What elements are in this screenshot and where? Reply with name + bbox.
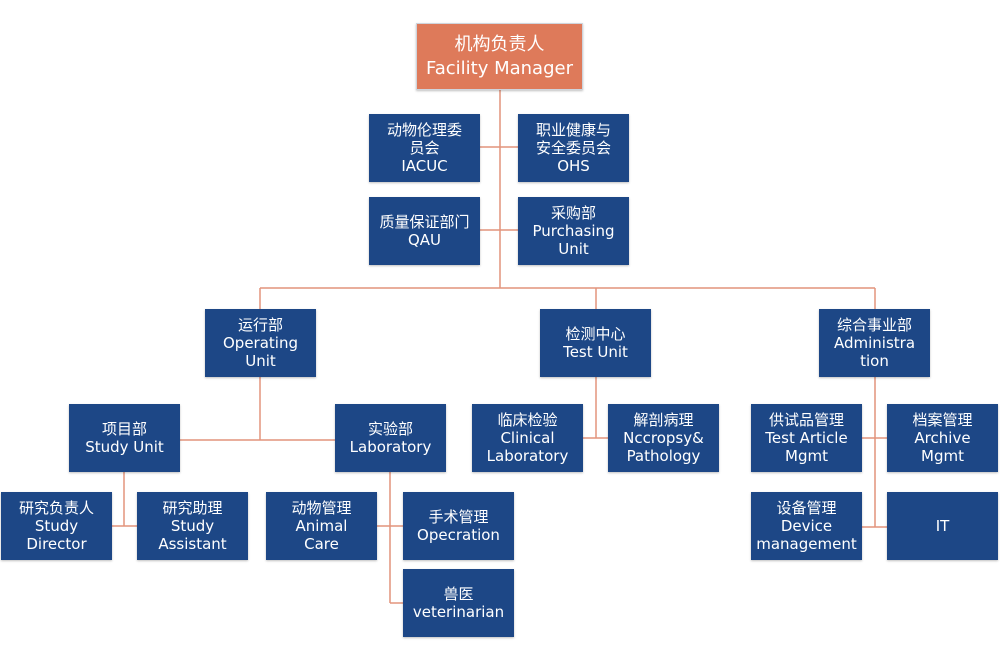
node-label: 采购部 [550, 204, 596, 222]
node-label: 运行部 [237, 316, 283, 334]
node-facility-manager: 机构负责人 Facility Manager [416, 23, 583, 90]
node-label: 手术管理 [428, 508, 489, 526]
node-label: Opecration [417, 526, 500, 544]
node-label: 动物伦理委 [386, 121, 462, 139]
node-label: 职业健康与 [535, 121, 611, 139]
node-label: 综合事业部 [836, 316, 912, 334]
node-device-management: 设备管理 Device management [751, 492, 862, 560]
node-label: Assistant [158, 535, 227, 553]
node-clinical-laboratory: 临床检验 Clinical Laboratory [472, 404, 583, 472]
node-label: 研究负责人 [18, 499, 94, 517]
node-veterinarian: 兽医 veterinarian [403, 569, 514, 637]
node-label: Clinical [500, 429, 555, 447]
node-label: QAU [407, 231, 442, 249]
node-label: 设备管理 [776, 499, 837, 517]
node-label-en: Facility Manager [426, 57, 573, 79]
node-label: Laboratory [486, 447, 569, 465]
node-test-article-mgmt: 供试品管理 Test Article Mgmt [751, 404, 862, 472]
node-label: Study Unit [85, 438, 164, 456]
node-operation-mgmt: 手术管理 Opecration [403, 492, 514, 560]
node-label: 解剖病理 [633, 411, 694, 429]
node-label: Purchasing [532, 222, 615, 240]
node-study-assistant: 研究助理 Study Assistant [137, 492, 248, 560]
node-animal-care: 动物管理 Animal Care [266, 492, 377, 560]
node-label: 临床检验 [497, 411, 558, 429]
node-iacuc: 动物伦理委 员会 IACUC [369, 114, 480, 182]
node-label: 安全委员会 [535, 139, 611, 157]
node-label: tion [860, 352, 889, 370]
node-test-unit: 检测中心 Test Unit [540, 309, 651, 377]
node-label: Study [170, 517, 215, 535]
node-label: Mgmt [785, 447, 828, 465]
node-label: 项目部 [101, 420, 147, 438]
node-qau: 质量保证部门 QAU [369, 197, 480, 265]
node-pathology: 解剖病理 Nccropsy& Pathology [608, 404, 719, 472]
node-study-director: 研究负责人 Study Director [1, 492, 112, 560]
node-it: IT [887, 492, 998, 560]
node-label: Test Article [765, 429, 848, 447]
node-label: 员会 [409, 139, 440, 157]
node-label: Mgmt [921, 447, 964, 465]
node-label: Pathology [626, 447, 701, 465]
node-label: 研究助理 [162, 499, 223, 517]
node-label: 检测中心 [565, 325, 626, 343]
node-operating-unit: 运行部 Operating Unit [205, 309, 316, 377]
node-study-unit: 项目部 Study Unit [69, 404, 180, 472]
node-label: 质量保证部门 [379, 213, 470, 231]
node-label: Director [26, 535, 87, 553]
node-label: veterinarian [412, 603, 505, 621]
node-administration: 综合事业部 Administra tion [819, 309, 930, 377]
node-label: OHS [557, 157, 590, 175]
node-label: Operating [223, 334, 298, 352]
node-label: Device [780, 517, 833, 535]
node-label: IT [935, 517, 950, 535]
node-archive-mgmt: 档案管理 Archive Mgmt [887, 404, 998, 472]
node-label: Archive [914, 429, 971, 447]
node-label: 档案管理 [912, 411, 973, 429]
node-label: Care [304, 535, 339, 553]
node-label-zh: 机构负责人 [454, 33, 545, 55]
node-label: Animal [295, 517, 348, 535]
node-label: 实验部 [367, 420, 413, 438]
node-label: Test Unit [563, 343, 628, 361]
node-label: IACUC [401, 157, 448, 175]
node-label: 兽医 [443, 585, 474, 603]
node-laboratory: 实验部 Laboratory [335, 404, 446, 472]
node-label: Nccropsy& [623, 429, 704, 447]
node-label: Study [34, 517, 79, 535]
node-label: Laboratory [349, 438, 432, 456]
node-purchasing-unit: 采购部 Purchasing Unit [518, 197, 629, 265]
node-label: Unit [558, 240, 589, 258]
node-label: Unit [245, 352, 276, 370]
node-label: Administra [833, 334, 916, 352]
node-label: management [756, 535, 857, 553]
node-label: 供试品管理 [768, 411, 844, 429]
node-label: 动物管理 [291, 499, 352, 517]
node-ohs: 职业健康与 安全委员会 OHS [518, 114, 629, 182]
